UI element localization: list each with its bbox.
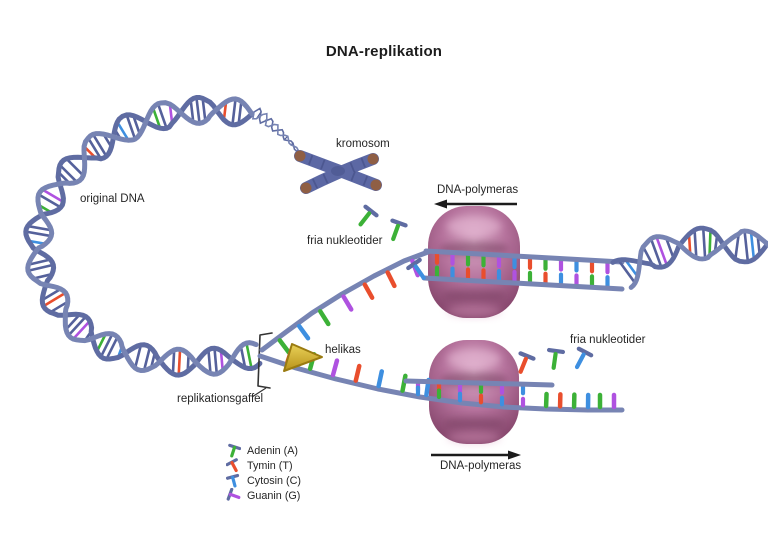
- upper-template-bases: [277, 258, 420, 355]
- dna-polymerase-top-enzyme: [428, 206, 520, 318]
- top-ladder-new-strand: [421, 275, 625, 292]
- free-nucleotides-right: [518, 346, 594, 374]
- polymerase-direction-arrow-bottom: [431, 450, 521, 460]
- lower-after-polymerase-bases: [543, 391, 617, 410]
- base-C: [296, 323, 311, 341]
- base-A: [318, 309, 331, 327]
- base-T: [353, 363, 362, 383]
- legend-label-cytosin: Cytosin (C): [247, 474, 301, 487]
- arrow-right-head: [508, 450, 521, 460]
- free-nucleotide-T: [518, 351, 536, 374]
- free-nucleotide-C: [406, 257, 426, 281]
- original-dna-helix: [23, 95, 263, 378]
- adenin-nucleotide-icon: [228, 443, 241, 458]
- base-A: [277, 338, 292, 355]
- fork-bracket: [251, 332, 273, 398]
- guanin-nucleotide-icon: [226, 488, 241, 501]
- legend: Adenin (A) Tymin (T) Cytosin (C): [226, 443, 301, 503]
- legend-item-tymin: Tymin (T): [226, 458, 301, 473]
- polymerase-direction-arrow-top: [434, 199, 517, 209]
- base-G: [330, 358, 340, 378]
- legend-item-adenin: Adenin (A): [226, 443, 301, 458]
- legend-label-tymin: Tymin (T): [247, 459, 293, 472]
- label-replikationsgaffel: replikationsgaffel: [177, 393, 264, 405]
- dna-polymerase-bottom-enzyme: [429, 340, 519, 444]
- label-helikas: helikas: [325, 344, 361, 356]
- bottom-ladder: [403, 378, 555, 408]
- legend-label-guanin: Guanin (G): [247, 489, 301, 502]
- legend-item-guanin: Guanin (G): [226, 488, 301, 503]
- free-nucleotide-A: [390, 218, 408, 242]
- page-title: DNA-replikation: [325, 43, 443, 60]
- base-C: [376, 369, 385, 389]
- replikationsgaffel-pointer-line: [251, 387, 267, 398]
- free-nucleotide-A: [546, 347, 566, 370]
- arrow-left-head: [434, 199, 447, 209]
- label-dna-polymeras-bottom: DNA-polymeras: [440, 460, 522, 472]
- label-kromosom: kromosom: [336, 138, 390, 150]
- label-dna-polymeras-top: DNA-polymeras: [437, 184, 519, 196]
- replicated-dna-helix-right: [610, 225, 768, 290]
- base-T: [362, 282, 375, 300]
- label-fria-nukleotider-right: fria nukleotider: [570, 334, 646, 346]
- label-original-dna: original DNA: [80, 193, 145, 205]
- chromosome: [294, 150, 382, 194]
- base-T: [385, 270, 397, 289]
- free-nucleotide-C: [574, 346, 594, 370]
- tymin-nucleotide-icon: [226, 458, 238, 473]
- cytosin-nucleotide-icon: [226, 473, 240, 488]
- lower-template-strand: [257, 353, 625, 413]
- dna-to-chromosome-strand: [251, 107, 303, 157]
- helicase-enzyme: [283, 343, 323, 372]
- free-nucleotides-top: [358, 204, 426, 281]
- base-A: [400, 373, 408, 393]
- upper-template-strand: [259, 249, 431, 353]
- legend-label-adenin: Adenin (A): [247, 444, 299, 457]
- base-G: [341, 294, 354, 312]
- legend-item-cytosin: Cytosin (C): [226, 473, 301, 488]
- free-nucleotide-A: [358, 204, 379, 227]
- top-ladder: [423, 248, 625, 288]
- label-fria-nukleotider-top: fria nukleotider: [307, 235, 383, 247]
